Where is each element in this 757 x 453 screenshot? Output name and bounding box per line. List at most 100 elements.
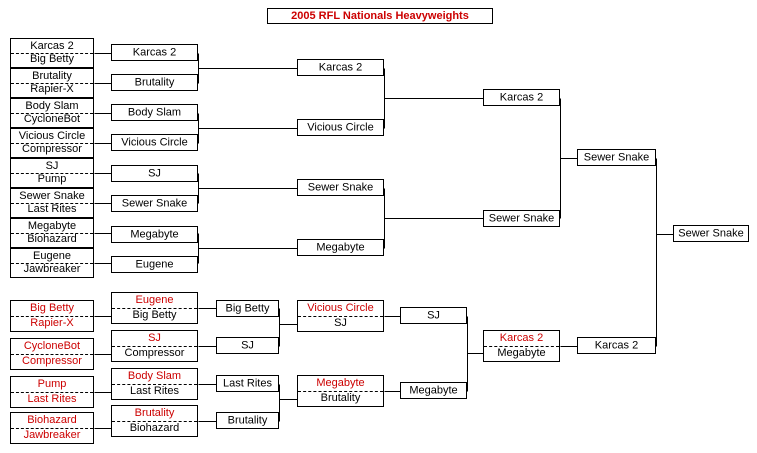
bracket-box-w2c: Body Slam xyxy=(111,104,198,121)
matchup-divider xyxy=(112,346,197,347)
competitor-name: Brutality xyxy=(134,407,175,419)
matchup-divider xyxy=(11,53,93,54)
matchup-divider xyxy=(484,346,559,347)
matchup-divider xyxy=(11,203,93,204)
competitor-name: Biohazard xyxy=(27,414,77,426)
competitor-name: Brutality xyxy=(227,414,268,426)
bracket-box-w3d: Megabyte xyxy=(297,239,384,256)
competitor-name: Sewer Snake xyxy=(583,151,650,163)
competitor-name: Megabyte xyxy=(497,347,546,359)
competitor-name: Pump xyxy=(37,173,67,185)
competitor-name: Big Betty xyxy=(29,53,75,65)
bracket-title: 2005 RFL Nationals Heavyweights xyxy=(267,8,493,24)
competitor-name: SJ xyxy=(427,309,440,321)
bracket-box-w4b: Sewer Snake xyxy=(483,210,560,227)
bracket-box-w2e: SJ xyxy=(111,165,198,182)
matchup-divider xyxy=(112,308,197,309)
competitor-name: Big Betty xyxy=(29,302,75,314)
competitor-name: Sewer Snake xyxy=(488,212,555,224)
competitor-name: Megabyte xyxy=(409,384,458,396)
competitor-name: Vicious Circle xyxy=(121,136,188,148)
competitor-name: Body Slam xyxy=(127,370,182,382)
competitor-name: Vicious Circle xyxy=(307,302,374,314)
matchup-divider xyxy=(11,316,93,317)
bracket-box-l3a: Big Betty xyxy=(216,300,279,317)
competitor-name: Last Rites xyxy=(223,377,272,389)
matchup-divider xyxy=(112,421,197,422)
matchup-divider xyxy=(11,392,93,393)
bracket-box-w2h: Eugene xyxy=(111,256,198,273)
competitor-name: Karcas 2 xyxy=(499,332,544,344)
competitor-name: Megabyte xyxy=(316,241,365,253)
competitor-name: Karcas 2 xyxy=(594,339,639,351)
competitor-name: Megabyte xyxy=(316,377,365,389)
bracket-box-w3a: Karcas 2 xyxy=(297,59,384,76)
competitor-name: Eugene xyxy=(33,250,71,262)
matchup-divider xyxy=(112,384,197,385)
competitor-name: SJ xyxy=(148,332,161,344)
competitor-name: Karcas 2 xyxy=(499,91,544,103)
bracket-box-wf: Sewer Snake xyxy=(577,149,656,166)
competitor-name: SJ xyxy=(45,160,59,172)
bracket-box-w2f: Sewer Snake xyxy=(111,195,198,212)
competitor-name: Big Betty xyxy=(225,302,270,314)
competitor-name: SJ xyxy=(148,167,161,179)
matchup-divider xyxy=(11,113,93,114)
competitor-name: Big Betty xyxy=(132,309,177,321)
competitor-name: Eugene xyxy=(135,258,174,270)
competitor-name: Compressor xyxy=(22,355,82,367)
competitor-name: Compressor xyxy=(22,143,82,155)
matchup-divider xyxy=(11,354,93,355)
bracket-box-w4a: Karcas 2 xyxy=(483,89,560,106)
competitor-name: Brutality xyxy=(320,392,361,404)
matchup-divider xyxy=(11,428,93,429)
matchup-divider xyxy=(11,263,93,264)
bracket-box-w2b: Brutality xyxy=(111,74,198,91)
matchup-divider xyxy=(298,391,383,392)
competitor-name: Sewer Snake xyxy=(678,227,744,239)
matchup-divider xyxy=(11,143,93,144)
competitor-name: CycloneBot xyxy=(23,340,81,352)
bracket-box-w3b: Vicious Circle xyxy=(297,119,384,136)
bracket-box-gf2: Karcas 2 xyxy=(577,337,656,354)
competitor-name: SJ xyxy=(241,339,254,351)
bracket-box-l3b: SJ xyxy=(216,337,279,354)
bracket-box-l3d: Brutality xyxy=(216,412,279,429)
competitor-name: Rapier-X xyxy=(30,83,74,95)
matchup-divider xyxy=(298,316,383,317)
competitor-name: Brutality xyxy=(32,70,72,82)
competitor-name: Vicious Circle xyxy=(307,121,374,133)
bracket-box-l6: Karcas 2 Megabyte xyxy=(483,330,560,362)
competitor-name: Pump xyxy=(37,378,67,390)
bracket-box-l5b: Megabyte xyxy=(400,382,467,399)
competitor-name: Body Slam xyxy=(127,106,182,118)
competitor-name: SJ xyxy=(334,317,347,329)
competitor-name: Karcas 2 xyxy=(318,61,363,73)
competitor-name: Biohazard xyxy=(129,422,180,434)
competitor-name: Last Rites xyxy=(27,203,77,215)
bracket-box-w2a: Karcas 2 xyxy=(111,44,198,61)
bracket-box-champ: Sewer Snake xyxy=(673,225,749,242)
competitor-name: Megabyte xyxy=(27,220,77,232)
competitor-name: Eugene xyxy=(135,294,174,306)
bracket-box-w2g: Megabyte xyxy=(111,226,198,243)
